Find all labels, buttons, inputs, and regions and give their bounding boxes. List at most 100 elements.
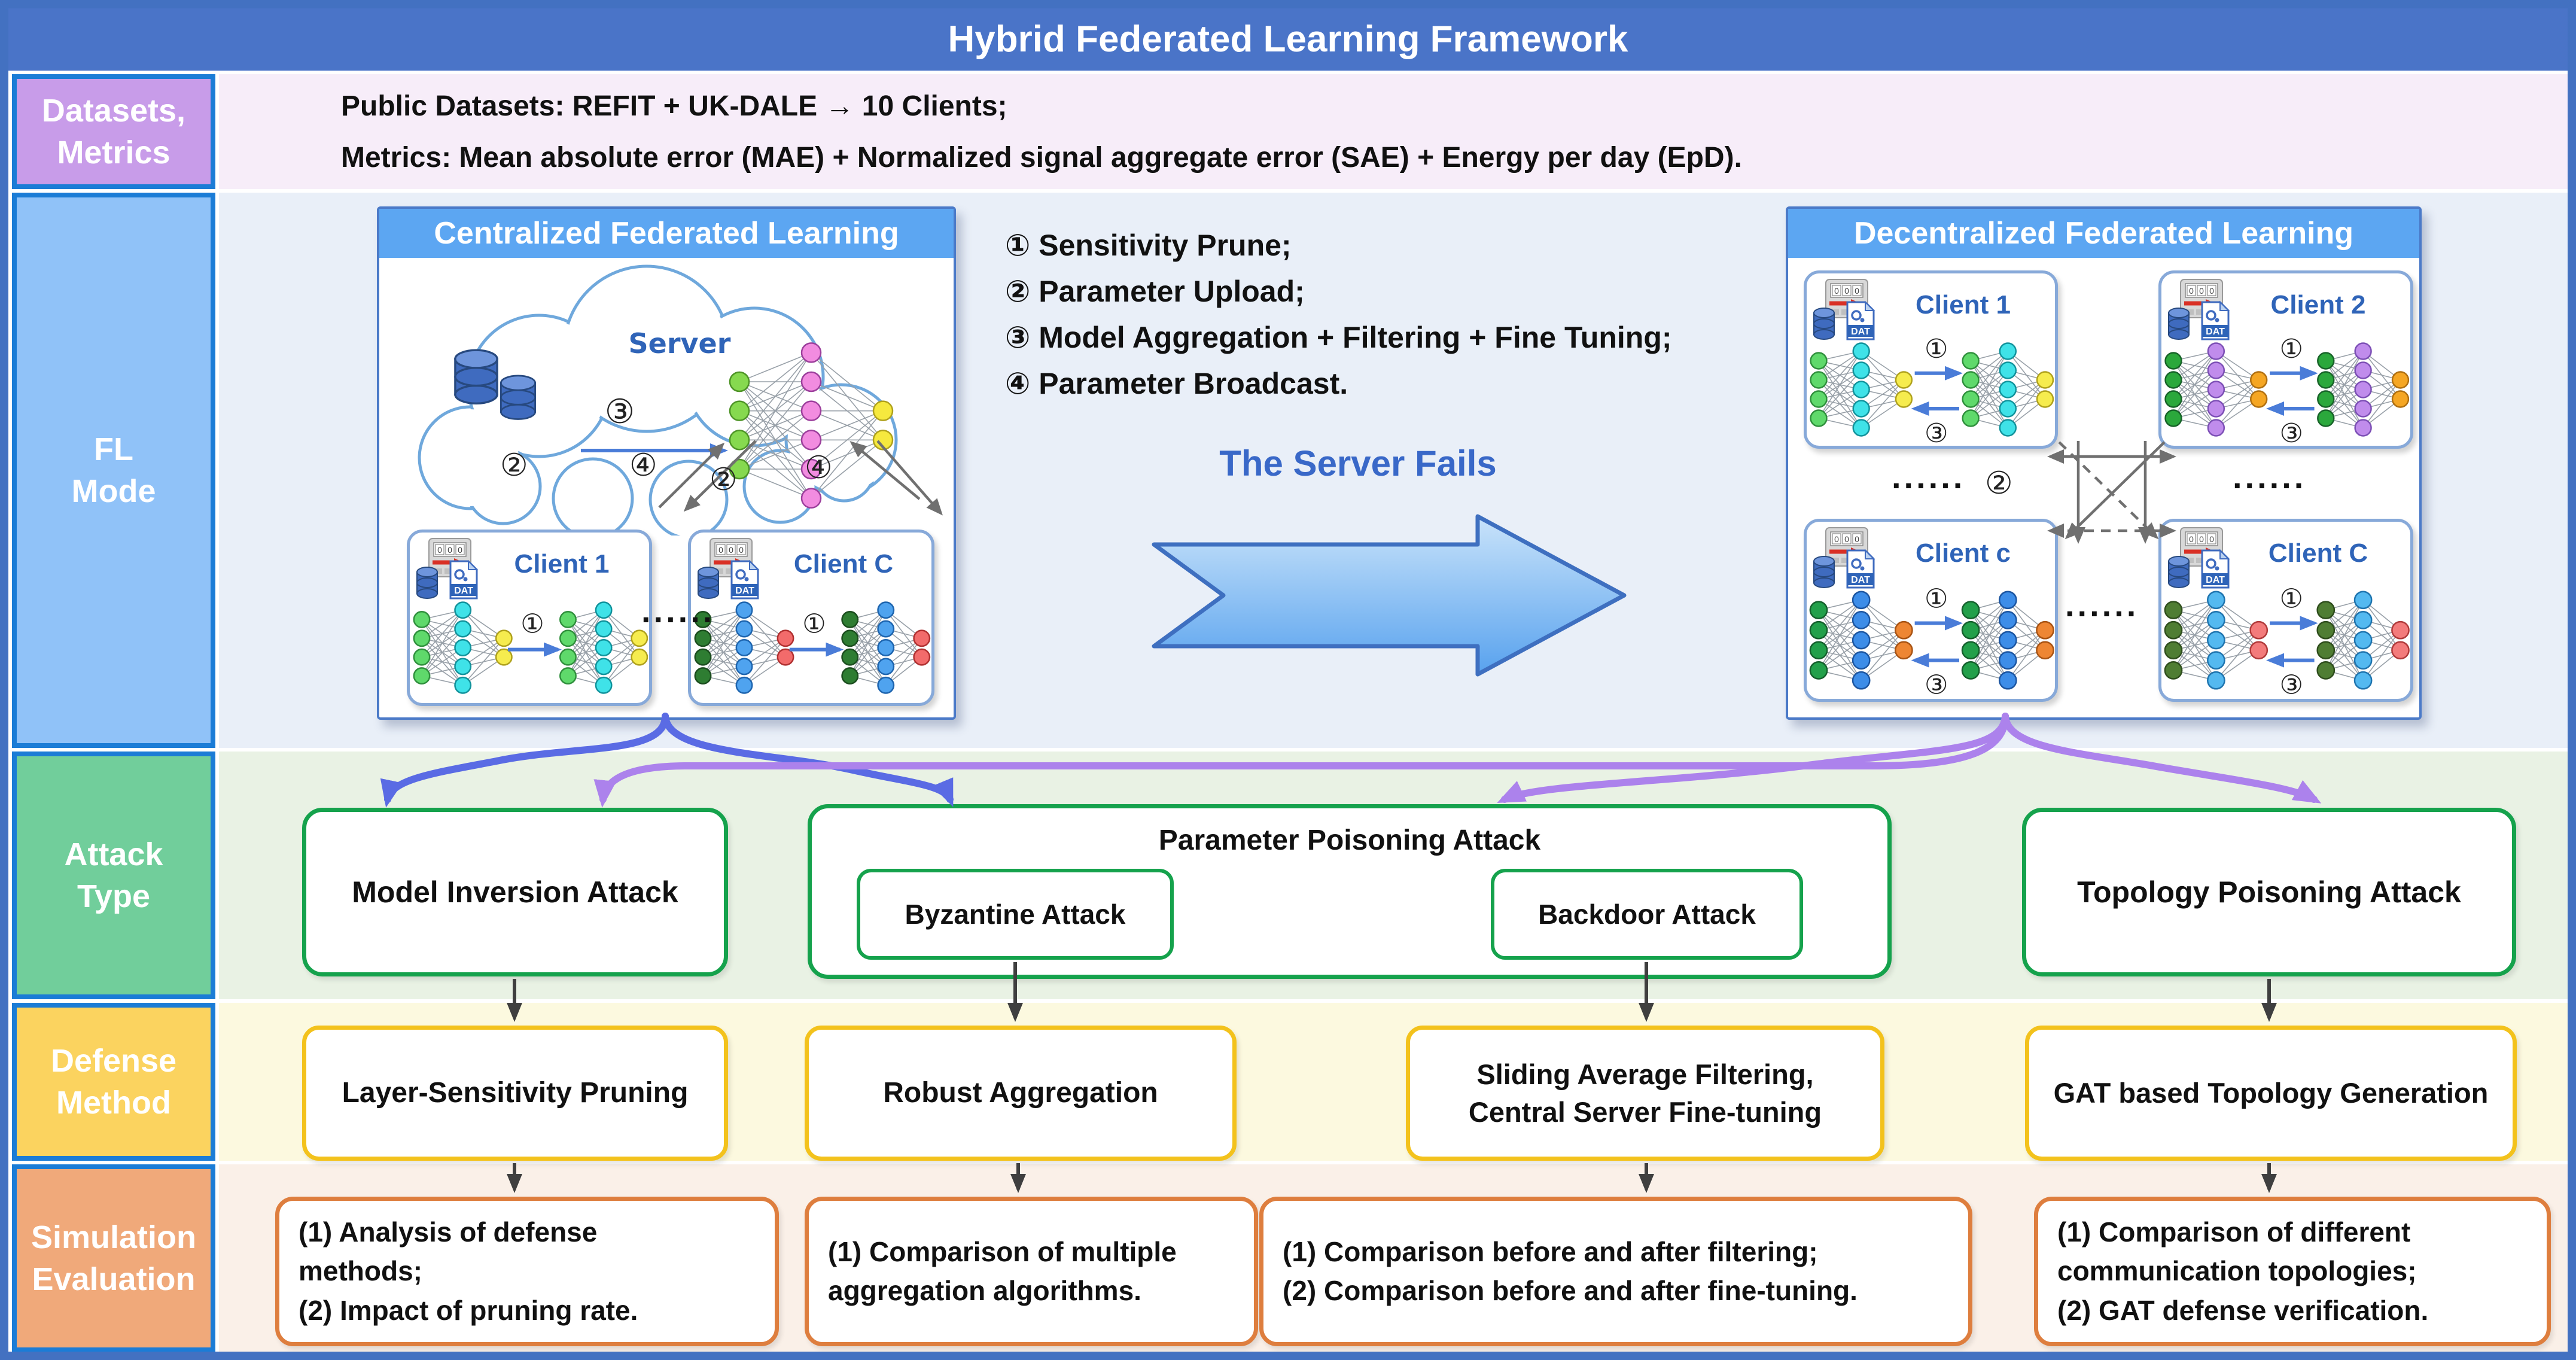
client-label: Client 2 [2270,290,2366,320]
dat-file-icon: DAT [1846,549,1875,589]
svg-text:①: ① [520,609,544,640]
defense-box-gat-topology-generation: GAT based Topology Generation [2025,1026,2517,1161]
neural-network-graphic: ①③ [2164,334,2410,449]
ellipsis-dots: ...... [2233,458,2307,495]
sidebar-label-line: Mode [71,473,156,509]
svg-text:0: 0 [437,545,442,555]
text-line: (2) GAT defense verification. [2057,1294,2429,1326]
svg-text:0: 0 [739,545,744,555]
ellipsis-dots: ...... [1892,458,1966,495]
neural-network-graphic: ①③ [2164,583,2410,701]
metrics-line: Metrics: Mean absolute error (MAE) + Nor… [341,142,1742,174]
text-line: methods; [299,1255,422,1287]
svg-text:DAT: DAT [2206,575,2225,585]
evaluation-box-pruning: (1) Analysis of defense methods; (2) Impac… [275,1197,779,1346]
text-line: (1) Analysis of defense [299,1216,598,1248]
sidebar-label-line: Simulation [31,1219,196,1255]
svg-text:DAT: DAT [1851,575,1870,585]
datasets-line: Public Datasets: REFIT + UK-DALE → 10 Cl… [341,90,1007,122]
row-bg-datasets [219,74,2568,189]
svg-text:DAT: DAT [2206,327,2225,337]
sidebar-label-line: Datasets, [41,92,186,129]
database-cylinder-icon [416,567,438,599]
svg-text:①: ① [2280,583,2303,614]
database-cylinder-icon [1813,556,1835,588]
svg-text:0: 0 [1834,534,1839,544]
svg-text:DAT: DAT [735,586,754,596]
svg-text:③: ③ [1925,418,1948,449]
dat-file-icon: DAT [2201,300,2230,340]
defense-box-sliding-average-filtering: Sliding Average Filtering,Central Server… [1406,1026,1884,1161]
defense-box-layer-sensitivity-pruning: Layer-Sensitivity Pruning [302,1026,728,1161]
text-line: (2) Impact of pruning rate. [299,1294,638,1326]
svg-text:③: ③ [2280,670,2303,701]
svg-text:0: 0 [447,545,452,555]
svg-text:①: ① [802,609,826,640]
svg-text:0: 0 [1855,286,1859,296]
text-line: ③ Model Aggregation + Filtering + Fine T… [1005,321,1672,354]
svg-text:③: ③ [1925,670,1948,701]
page-title: Hybrid Federated Learning Framework [8,8,2568,71]
parameter-poisoning-title: Parameter Poisoning Attack [1158,824,1541,856]
text-line: aggregation algorithms. [828,1275,1141,1306]
text-line: communication topologies; [2057,1255,2417,1287]
sidebar-label-line: Defense [50,1042,177,1079]
neural-network-graphic: ① [413,601,648,694]
svg-text:0: 0 [2189,286,2194,296]
text-line: Central Server Fine-tuning [1468,1096,1822,1128]
ellipsis-dots: ...... [641,592,715,629]
svg-text:③: ③ [2280,418,2303,449]
text-line: ② Parameter Upload; [1005,275,1305,308]
database-cylinder-icon [454,349,498,404]
sidebar-label-line: Method [56,1085,171,1121]
svg-text:③: ③ [605,393,635,431]
client-label: Client C [793,549,894,579]
dat-file-icon: DAT [449,559,479,600]
evaluation-box-topologies: (1) Comparison of different communication… [2034,1197,2551,1346]
text-line: (1) Comparison before and after filterin… [1283,1236,1818,1267]
attack-box-byzantine: Byzantine Attack [857,869,1174,960]
server-fails-arrow-icon [1152,514,1627,677]
client-label: Client 1 [1916,290,2011,320]
client-label: Client 1 [514,549,610,579]
step4-label: ④ [629,448,657,483]
step4-label: ④ [805,450,833,486]
text-line: ① Sensitivity Prune; [1005,229,1292,262]
attack-box-model-inversion: Model Inversion Attack [302,808,728,976]
svg-text:0: 0 [2199,534,2204,544]
svg-text:0: 0 [1844,286,1849,296]
svg-text:0: 0 [458,545,462,555]
svg-text:0: 0 [1834,286,1839,296]
svg-text:①: ① [2280,334,2303,364]
server-fails-label: The Server Fails [1219,443,1497,483]
svg-text:0: 0 [2209,286,2214,296]
neural-network-graphic: ① [694,601,931,694]
sidebar-label-line: FL [94,431,133,467]
defense-box-robust-aggregation: Robust Aggregation [805,1026,1237,1161]
svg-text:0: 0 [2189,534,2194,544]
sidebar-label-line: Type [77,878,151,914]
dat-file-icon: DAT [2201,549,2230,589]
decentralized-fl-header: Decentralized Federated Learning [1788,209,2419,258]
sidebar-row-label: Datasets,Metrics [12,74,215,189]
svg-text:0: 0 [729,545,733,555]
text-line: (2) Comparison before and after fine-tun… [1283,1275,1858,1306]
svg-text:①: ① [1925,583,1948,614]
svg-text:DAT: DAT [454,586,473,596]
step2-label: ② [710,462,738,498]
database-cylinder-icon [1813,308,1835,340]
text-line: ④ Parameter Broadcast. [1005,367,1348,400]
text-line: (1) Comparison of different [2057,1216,2411,1248]
